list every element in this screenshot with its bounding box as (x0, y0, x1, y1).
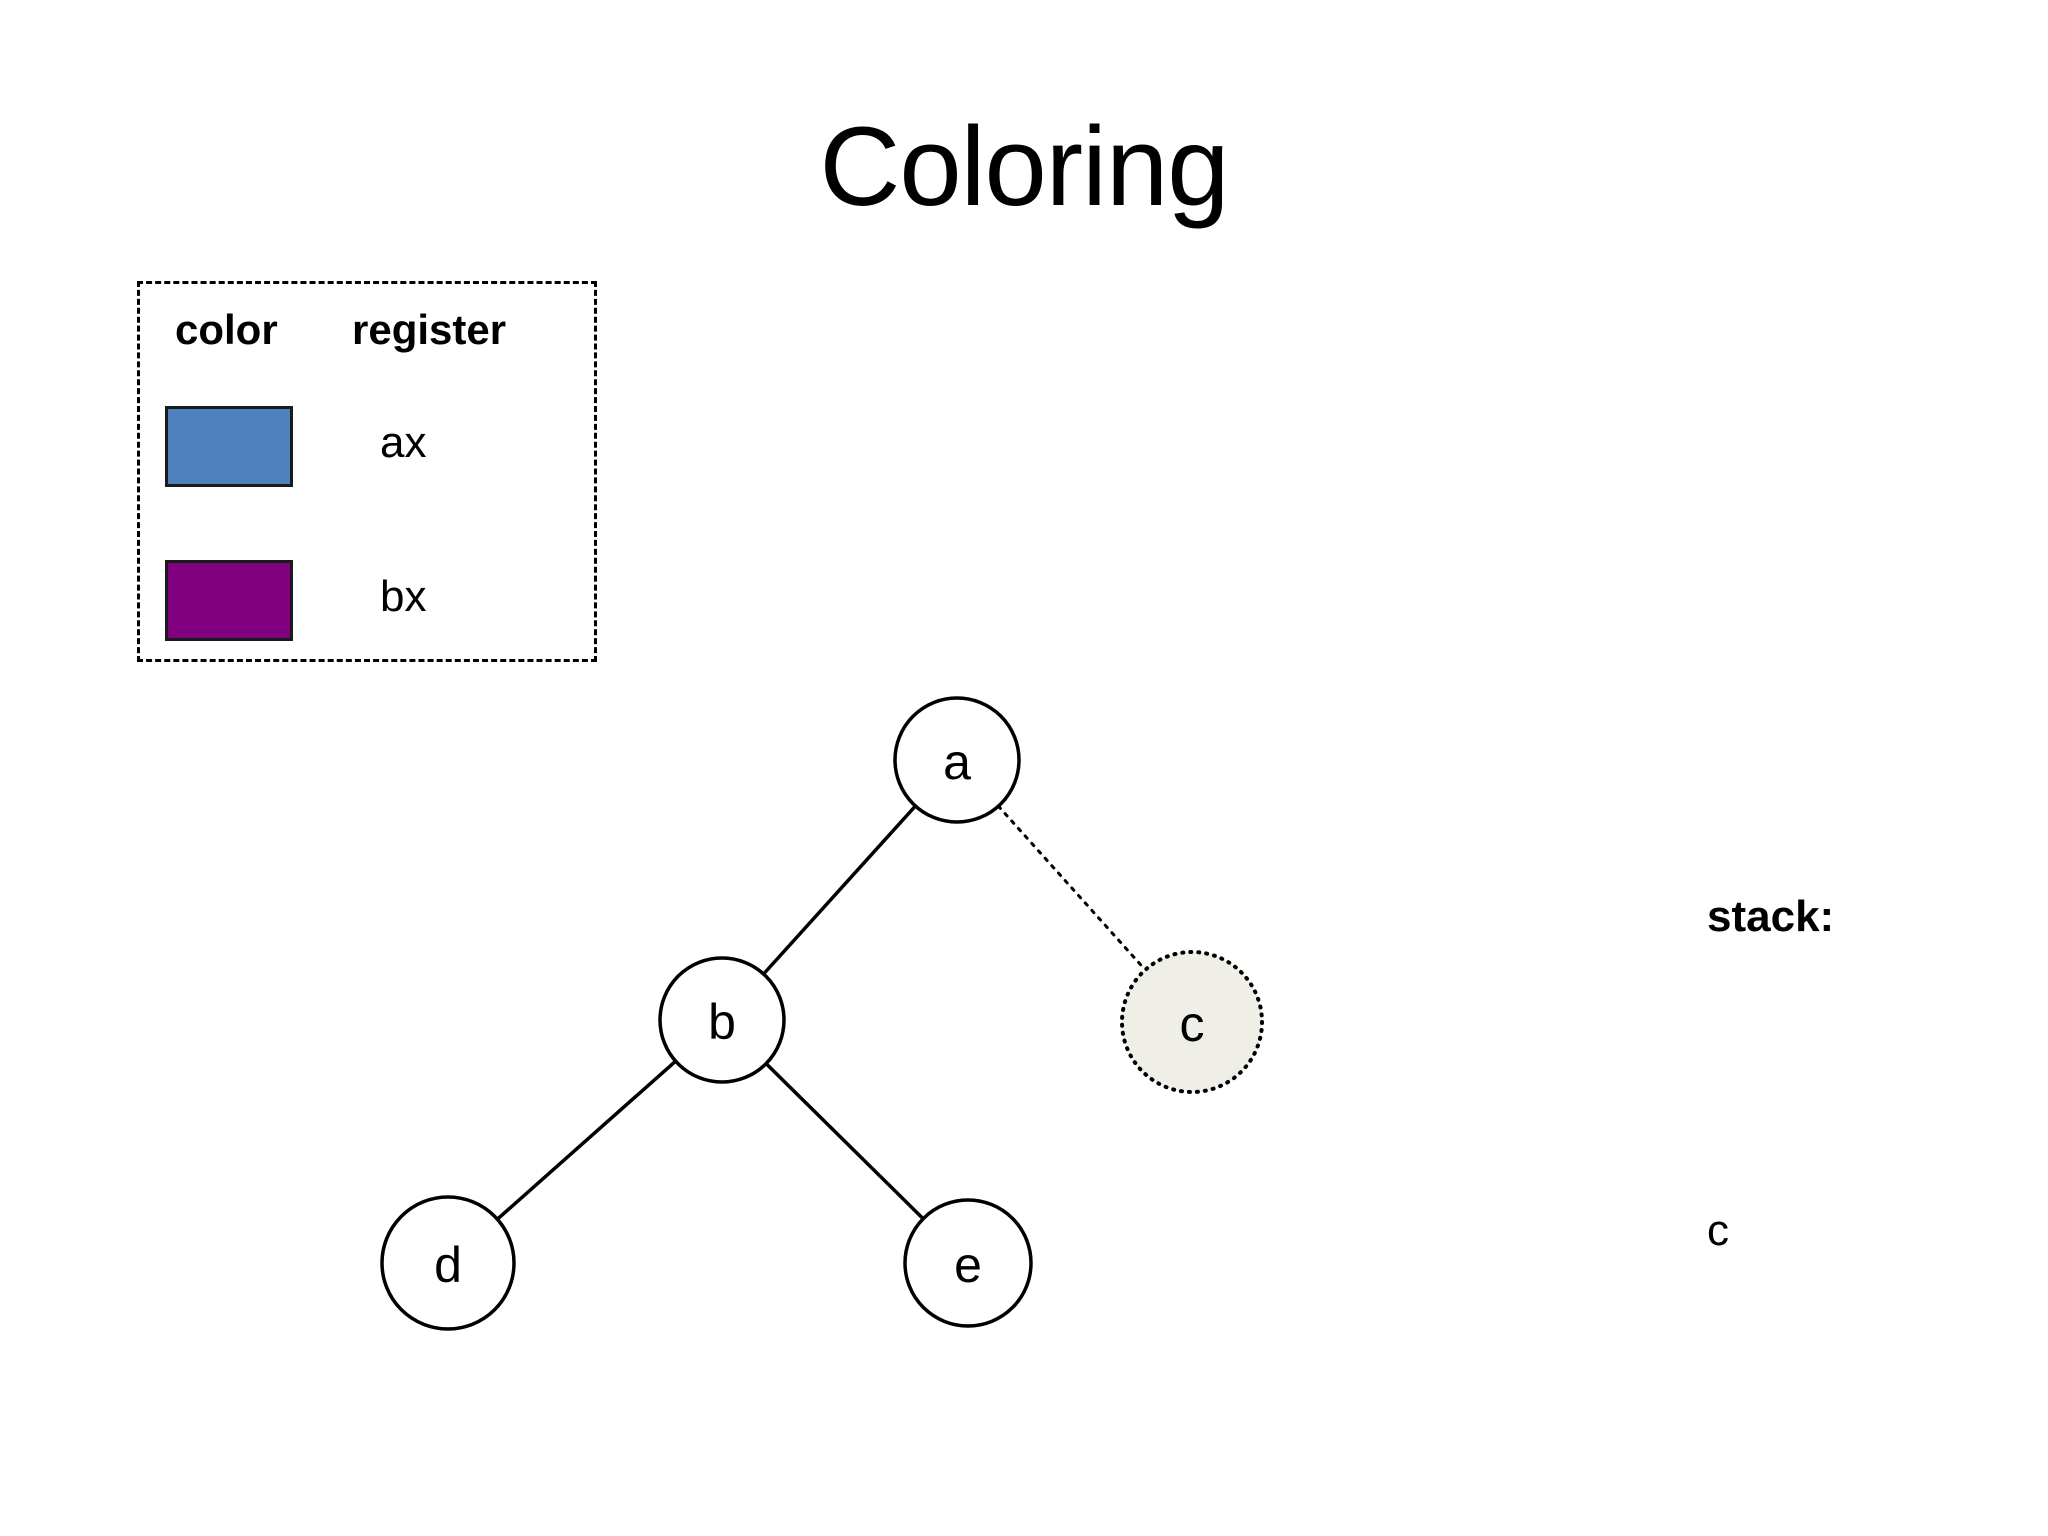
legend-row-bx: bx (140, 560, 594, 650)
graph-node-c[interactable]: c (1120, 950, 1264, 1094)
node-label-d: d (434, 1237, 462, 1293)
color-register-legend: color register ax bx (137, 281, 597, 662)
stack-list: c (1707, 1203, 2007, 1258)
graph-edge-a-b (762, 804, 917, 976)
graph-edge-b-d (496, 1059, 677, 1221)
page-title: Coloring (819, 104, 1229, 229)
node-label-c: c (1180, 996, 1205, 1052)
legend-register-bx: bx (380, 572, 427, 621)
graph-edge-b-e (764, 1062, 925, 1220)
graph-node-d[interactable]: d (380, 1195, 516, 1331)
graph-node-layer: a b c d e (380, 696, 1264, 1331)
node-label-b: b (708, 994, 736, 1050)
node-circle-b[interactable] (658, 956, 786, 1084)
graph-node-b[interactable]: b (658, 956, 786, 1084)
graph-edge-layer (496, 804, 1147, 1221)
stack-label: stack: (1707, 892, 1835, 941)
legend-register-ax: ax (380, 418, 427, 467)
node-label-a: a (943, 734, 971, 790)
node-circle-d[interactable] (380, 1195, 516, 1331)
stack-item: c (1707, 1206, 1729, 1255)
node-label-e: e (954, 1237, 982, 1293)
legend-header-register: register (352, 306, 507, 353)
legend-row-ax: ax (140, 406, 594, 496)
legend-header-color: color (175, 306, 278, 353)
node-circle-a[interactable] (893, 696, 1021, 824)
purple-swatch (165, 560, 293, 641)
graph-edge-a-c (996, 804, 1147, 972)
graph-node-a[interactable]: a (893, 696, 1021, 824)
node-circle-e[interactable] (903, 1198, 1033, 1328)
blue-swatch (165, 406, 293, 487)
node-circle-c[interactable] (1120, 950, 1264, 1094)
graph-node-e[interactable]: e (903, 1198, 1033, 1328)
